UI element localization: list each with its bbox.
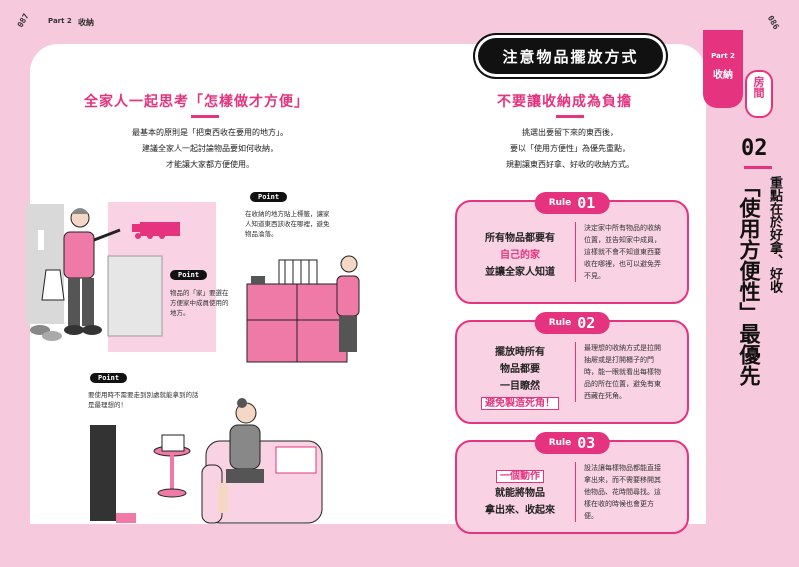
right-intro-line: 規劃讓東西好拿、好收的收納方式。 — [506, 160, 634, 169]
illustration-sofa — [90, 398, 323, 524]
rule-detail-line: 決定家中所有物品的收納 — [584, 224, 661, 232]
part-tab: Part 2 收納 — [703, 30, 743, 108]
point-text-reach: 要使用時不需要走到別處就能拿到的話 是最理想的！ — [88, 390, 199, 410]
rule-detail-line: 不見。 — [584, 272, 605, 280]
rule-number: 01 — [577, 194, 596, 212]
rule-03-detail: 設法讓每樣物品都能直接 拿出來，而不需要移開其 他物品、花時間尋找。這 樣在收的… — [575, 462, 684, 522]
rule-03-summary: 一個動作 就能將物品 拿出來、收起來 — [465, 468, 575, 519]
right-intro-line: 挑選出要留下來的東西後， — [522, 128, 618, 137]
point-line: 是最理想的！ — [88, 401, 127, 409]
section-title-pill: 注意物品擺放方式 — [478, 38, 663, 74]
rule-summary-line: 擺放時所有 — [495, 347, 545, 358]
point-text-home: 物品的「家」要選在 方便家中成員使用的 地方。 — [170, 288, 229, 318]
rule-detail-line: 這樣就不會不知道東西要 — [584, 248, 661, 256]
point-line: 在收納的地方貼上標籤，讓家 — [245, 210, 330, 218]
rule-detail-line: 時，能一眼就看出每樣物 — [584, 368, 661, 376]
left-intro: 最基本的原則是「把東西收在要用的地方」。 建議全家人一起討論物品要如何收納， 才… — [80, 125, 340, 173]
left-intro-line: 建議全家人一起討論物品要如何收納， — [142, 144, 278, 153]
chapter-number: 02 — [741, 136, 768, 161]
illustration-entrance — [26, 202, 216, 352]
rule-detail-line: 樣在收的時候也會更方 — [584, 500, 654, 508]
rule-summary-line: 一目瞭然 — [500, 381, 540, 392]
point-line: 物品淪落。 — [245, 230, 278, 238]
part-tab-label: Part 2 — [711, 52, 735, 60]
point-line: 要使用時不需要走到別處就能拿到的話 — [88, 391, 199, 399]
part-tab-section: 收納 — [713, 70, 733, 81]
rule-number: 03 — [577, 434, 596, 452]
right-heading-underline — [556, 115, 584, 118]
right-intro: 挑選出要留下來的東西後， 要以「使用方便性」為優先重點， 規劃讓東西好拿、好收的… — [455, 125, 685, 173]
rule-summary-highlight: 自己的家 — [500, 250, 540, 261]
page-number-left: 087 — [15, 11, 31, 30]
rule-detail-line: 他物品、花時間尋找。這 — [584, 488, 661, 496]
rule-01-detail: 決定家中所有物品的收納 位置，並告知家中成員， 這樣就不會不知道東西要 收在哪裡… — [575, 222, 684, 282]
rule-detail-line: 拿出來，而不需要移開其 — [584, 476, 661, 484]
rule-word: Rule — [548, 438, 572, 448]
rule-number: 02 — [577, 314, 596, 332]
rule-word: Rule — [548, 198, 572, 208]
page-number-right: 086 — [765, 13, 781, 32]
rule-summary-line: 就能將物品 — [495, 488, 545, 499]
rule-02-detail: 最理想的收納方式是拉開 抽屜或是打開櫃子的門 時，能一眼就看出每樣物 品的所在位… — [575, 342, 684, 402]
rule-detail-line: 位置，並告知家中成員， — [584, 236, 661, 244]
rule-card-02: Rule 02 擺放時所有 物品都要 一目瞭然 避免製造死角！ 最理想的收納方式… — [455, 312, 689, 424]
room-badge — [745, 70, 773, 118]
point-tag-label: Point — [250, 192, 288, 202]
illustration-shelf — [246, 255, 360, 363]
rule-detail-line: 便。 — [584, 512, 598, 520]
rule-card-01: Rule 01 所有物品都要有 自己的家 並讓全家人知道 決定家中所有物品的收納… — [455, 192, 689, 304]
right-intro-line: 要以「使用方便性」為優先重點， — [510, 144, 630, 153]
rule-tag-03: Rule 03 — [534, 432, 610, 454]
room-label: 房間 — [752, 76, 765, 98]
rule-detail-line: 最理想的收納方式是拉開 — [584, 344, 661, 352]
header-part: Part 2 — [48, 17, 72, 25]
rule-summary-highlight: 避免製造死角！ — [481, 397, 559, 410]
chapter-number-underline — [744, 166, 772, 169]
rule-card-03: Rule 03 一個動作 就能將物品 拿出來、收起來 設法讓每樣物品都能直接 拿… — [455, 432, 689, 534]
header-section: 收納 — [78, 18, 94, 27]
rule-detail-line: 抽屜或是打開櫃子的門 — [584, 356, 654, 364]
rule-detail-line: 西藏在死角。 — [584, 392, 626, 400]
left-intro-line: 才能讓大家都方便使用。 — [166, 160, 254, 169]
point-tag-label: Point — [170, 270, 208, 280]
left-heading: 全家人一起思考「怎樣做才方便」 — [84, 94, 309, 110]
rule-summary-line: 所有物品都要有 — [485, 233, 555, 244]
point-line: 物品的「家」要選在 — [170, 289, 229, 297]
right-heading: 不要讓收納成為負擔 — [497, 94, 632, 110]
chapter-title: 「使用方便性」最優先 — [737, 176, 761, 386]
point-tag-label: Point — [90, 373, 128, 383]
point-line: 人知道東西該收在哪裡，避免 — [245, 220, 330, 228]
rule-tag-01: Rule 01 — [534, 192, 610, 214]
point-line: 方便家中成員使用的 — [170, 299, 229, 307]
chapter-subtitle: 重點在於好拿、好收 — [767, 176, 782, 293]
rule-detail-line: 收在哪裡，也可以避免弄 — [584, 260, 661, 268]
point-text-label: 在收納的地方貼上標籤，讓家 人知道東西該收在哪裡，避免 物品淪落。 — [245, 209, 330, 239]
point-line: 地方。 — [170, 309, 190, 317]
rule-word: Rule — [548, 318, 572, 328]
key-rack-icon — [140, 222, 180, 236]
rule-summary-line: 物品都要 — [500, 364, 540, 375]
rule-detail-line: 品的所在位置，避免有東 — [584, 380, 661, 388]
rule-01-summary: 所有物品都要有 自己的家 並讓全家人知道 — [465, 230, 575, 281]
rule-summary-line: 並讓全家人知道 — [485, 267, 555, 278]
rule-summary-highlight: 一個動作 — [496, 470, 544, 483]
left-intro-line: 最基本的原則是「把東西收在要用的地方」。 — [132, 128, 288, 137]
rule-detail-line: 設法讓每樣物品都能直接 — [584, 464, 661, 472]
rule-02-summary: 擺放時所有 物品都要 一目瞭然 避免製造死角！ — [465, 344, 575, 412]
rule-tag-02: Rule 02 — [534, 312, 610, 334]
rule-summary-line: 拿出來、收起來 — [485, 505, 555, 516]
left-heading-underline — [191, 115, 219, 118]
